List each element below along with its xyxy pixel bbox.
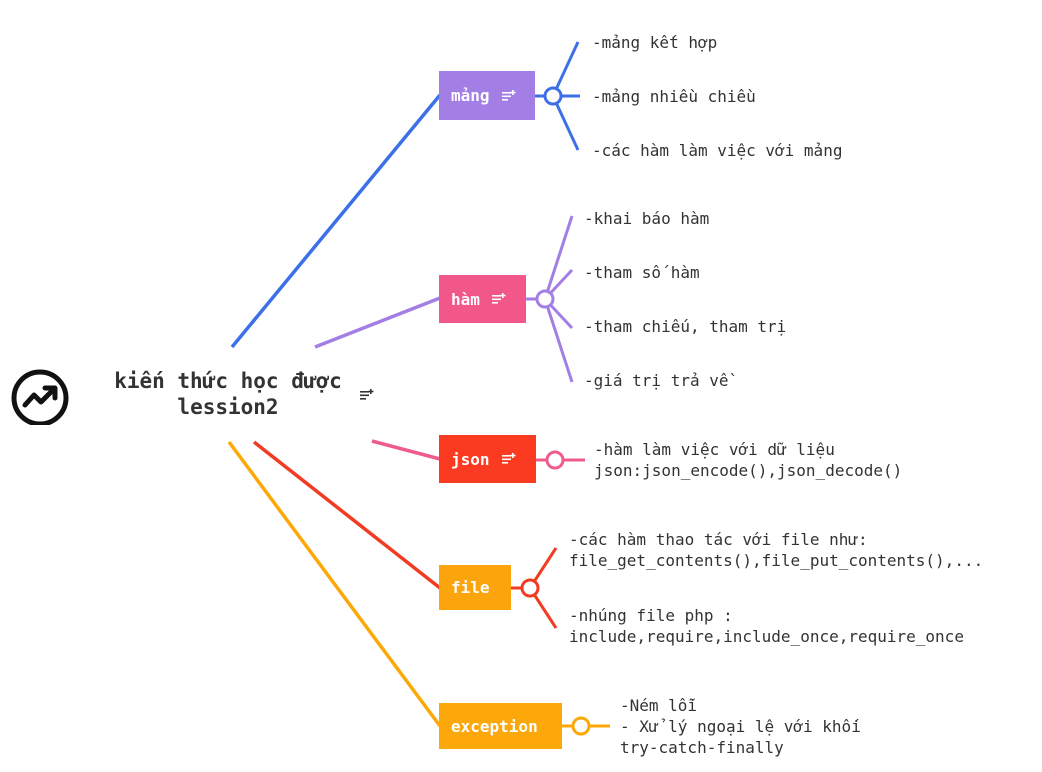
node-ham-label: hàm: [451, 289, 480, 309]
central-title-line2: lession2: [177, 395, 279, 419]
leaf-ham-4[interactable]: -giá trị trả về: [584, 371, 729, 390]
mang-collapse-circle: [543, 86, 563, 106]
connector-central-exception: [227, 440, 442, 728]
exception-leaf-connectors: [562, 716, 610, 736]
central-topic[interactable]: kiến thức học được lession2: [10, 362, 390, 432]
connector-central-mang: [230, 93, 442, 349]
leaf-json-1[interactable]: -hàm làm việc với dữ liệu json:json_enco…: [594, 440, 903, 480]
central-title: kiến thức học được lession2: [88, 368, 368, 420]
json-collapse-circle: [545, 450, 565, 470]
json-leaf-connectors: [536, 450, 585, 470]
leaf-ham-1[interactable]: -khai báo hàm: [584, 209, 710, 228]
leaf-file-1[interactable]: -các hàm thao tác với file như: file_get…: [569, 530, 984, 570]
central-title-line1: kiến thức học được: [114, 369, 342, 393]
leaf-mang-3[interactable]: -các hàm làm việc với mảng: [592, 141, 843, 160]
note-icon[interactable]: [360, 389, 374, 401]
leaf-ham-2[interactable]: -tham số hàm: [584, 263, 700, 282]
file-collapse-circle: [520, 578, 540, 598]
node-ham[interactable]: hàm: [439, 275, 526, 323]
ham-collapse-circle: [535, 289, 555, 309]
note-icon[interactable]: [491, 293, 506, 305]
leaf-ham-3[interactable]: -tham chiếu, tham trị: [584, 317, 787, 336]
node-mang-label: mảng: [451, 86, 490, 105]
leaf-file-2[interactable]: -nhúng file php : include,require,includ…: [569, 606, 964, 646]
node-mang[interactable]: mảng: [439, 71, 535, 120]
trending-up-icon: [11, 369, 69, 425]
note-icon[interactable]: [501, 453, 516, 465]
ham-leaf-connectors: [526, 215, 574, 383]
connector-central-file: [252, 440, 442, 590]
connector-central-json: [371, 439, 441, 461]
exception-collapse-circle: [571, 716, 591, 736]
node-json-label: json: [451, 449, 490, 469]
node-exception-label: exception: [451, 716, 538, 736]
node-file[interactable]: file: [439, 565, 511, 610]
leaf-mang-1[interactable]: -mảng kết hợp: [592, 33, 718, 52]
node-file-label: file: [451, 578, 490, 597]
node-exception[interactable]: exception: [439, 703, 562, 749]
file-leaf-connectors: [511, 547, 558, 629]
node-json[interactable]: json: [439, 435, 536, 483]
leaf-exception-1[interactable]: -Ném lỗi - Xử lý ngoại lệ với khối try-c…: [620, 696, 861, 757]
leaf-mang-2[interactable]: -mảng nhiều chiều: [592, 87, 756, 106]
mang-leaf-connectors: [535, 41, 580, 151]
note-icon[interactable]: [501, 89, 516, 102]
connector-central-ham: [314, 296, 441, 349]
